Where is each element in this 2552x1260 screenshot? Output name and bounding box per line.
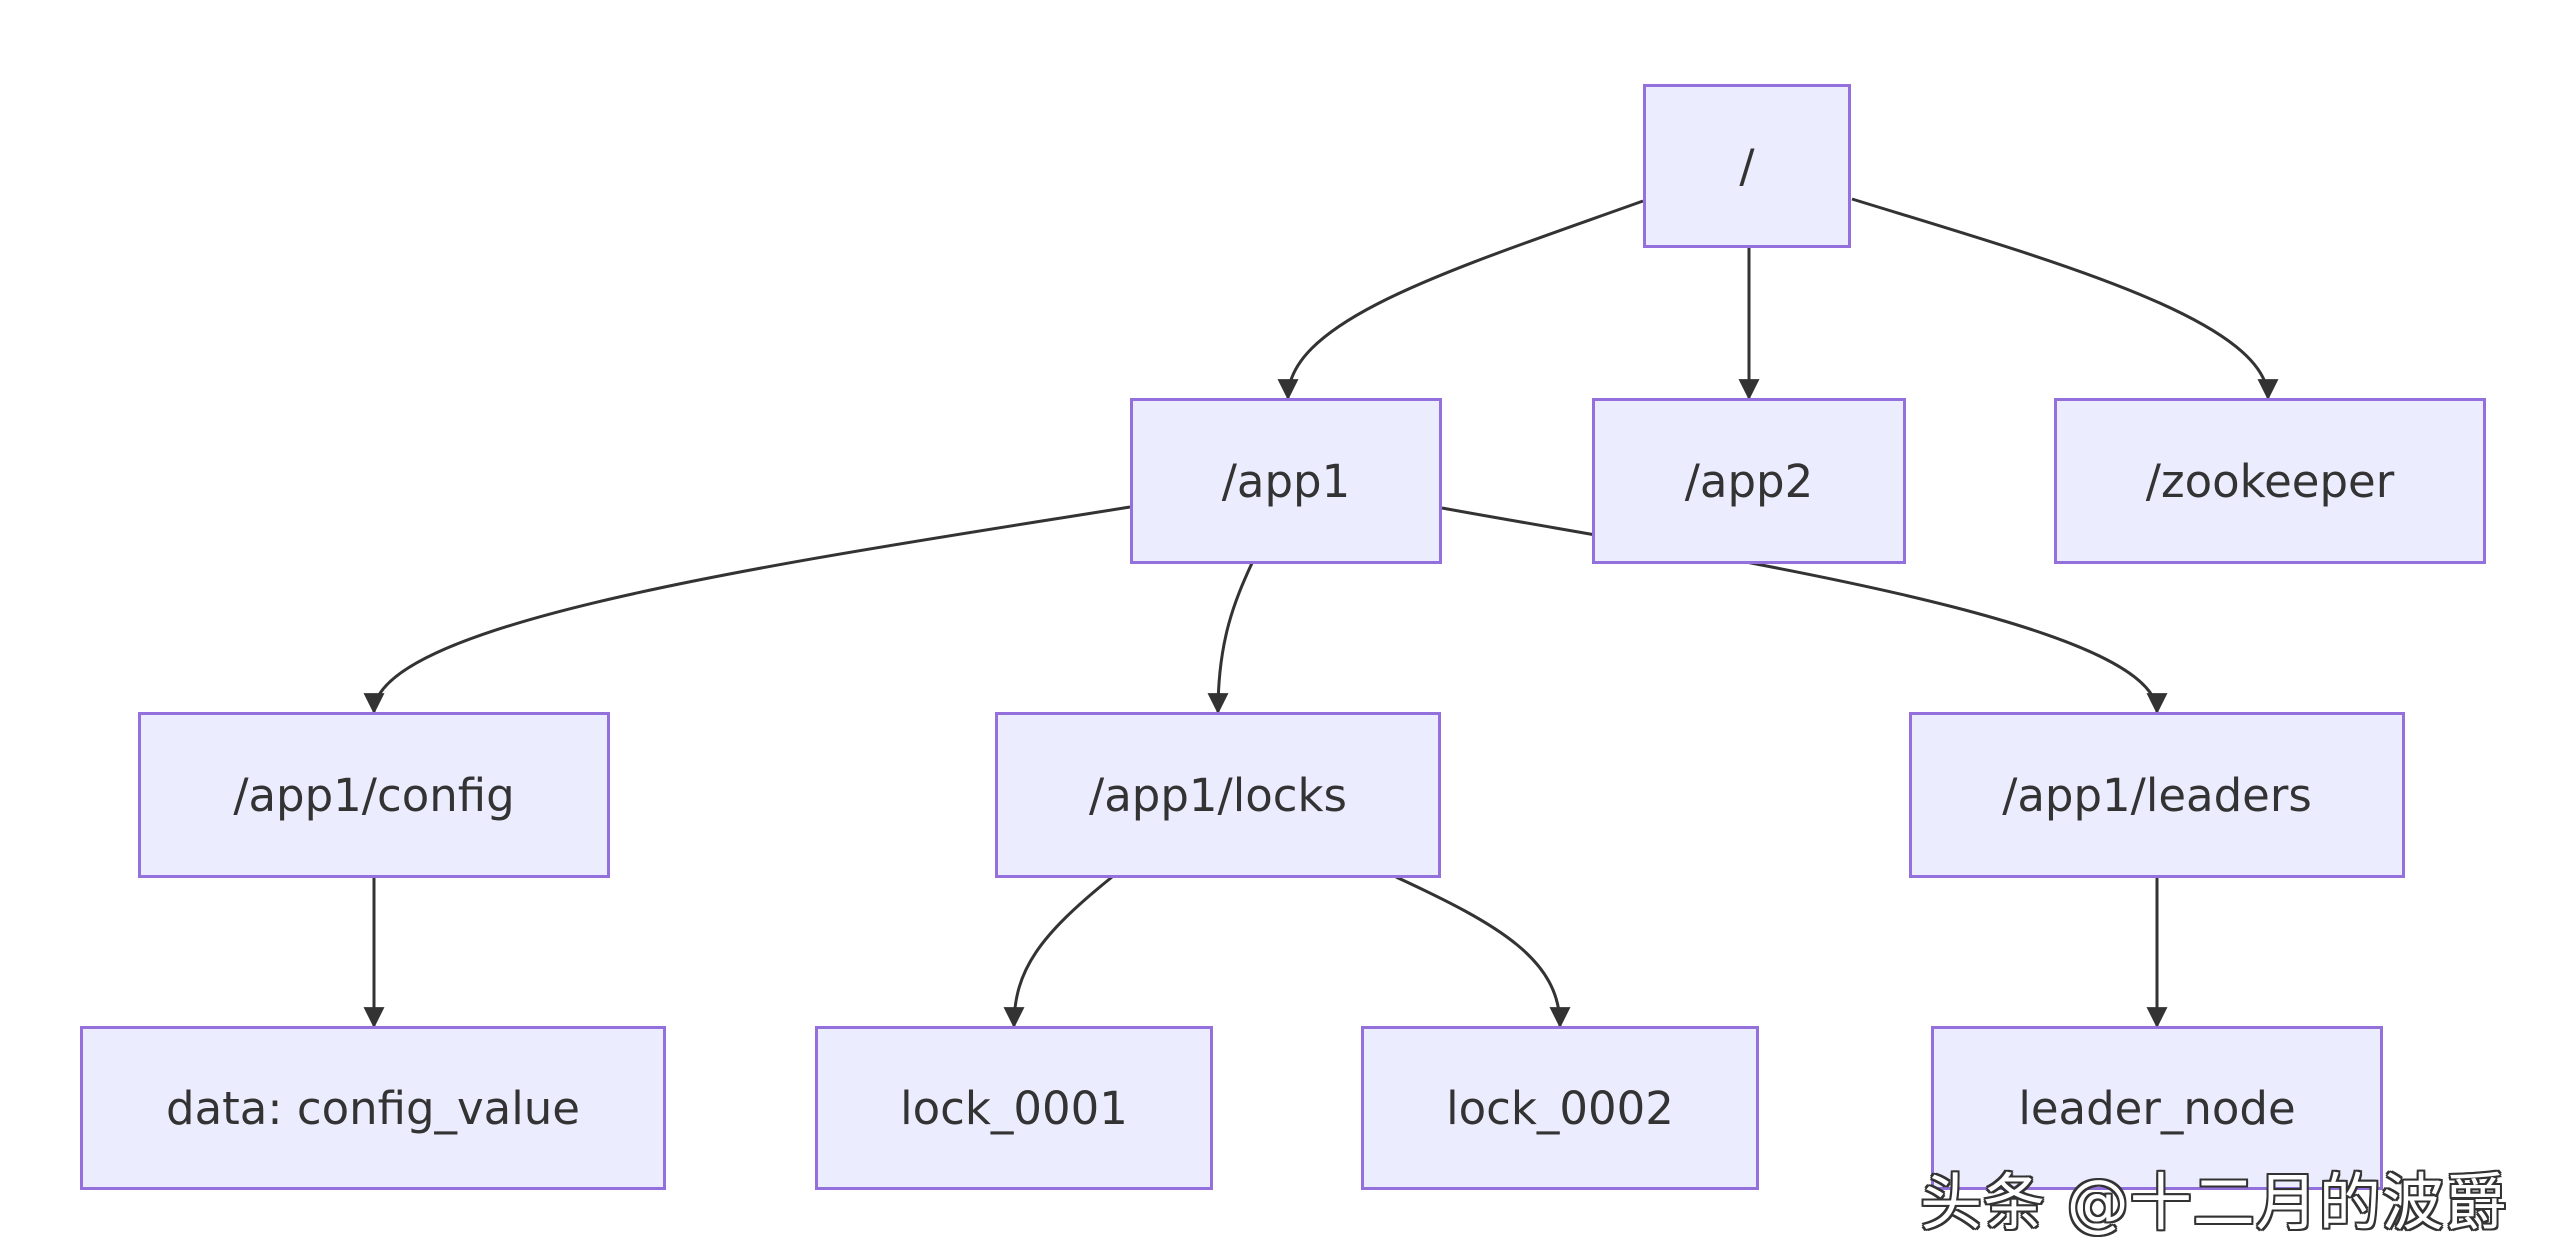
node-lock-0001: lock_0001 (815, 1026, 1213, 1190)
watermark-text: 头条 @十二月的波爵 (1920, 1166, 2508, 1239)
edge-app1-to-config (363, 505, 1131, 715)
node-app1-config: /app1/config (138, 712, 610, 878)
node-config-value: data: config_value (80, 1026, 666, 1190)
node-app2: /app2 (1592, 398, 1906, 564)
node-lock-0002: lock_0002 (1361, 1026, 1759, 1190)
node-root: / (1643, 84, 1851, 248)
edge-locks-to-lock-0001 (1003, 875, 1113, 1029)
node-app1: /app1 (1130, 398, 1442, 564)
node-leader-node: leader_node (1931, 1026, 2383, 1190)
node-app1-locks: /app1/locks (995, 712, 1441, 878)
edge-root-to-app1 (1277, 199, 1644, 401)
edge-locks-to-lock-0002 (1395, 875, 1571, 1029)
node-zookeeper: /zookeeper (2054, 398, 2486, 564)
edge-app1-to-locks (1207, 562, 1254, 715)
edge-app1-to-leaders (1441, 506, 2168, 715)
node-app1-leaders: /app1/leaders (1909, 712, 2405, 878)
edge-root-to-zookeeper (1851, 197, 2279, 401)
